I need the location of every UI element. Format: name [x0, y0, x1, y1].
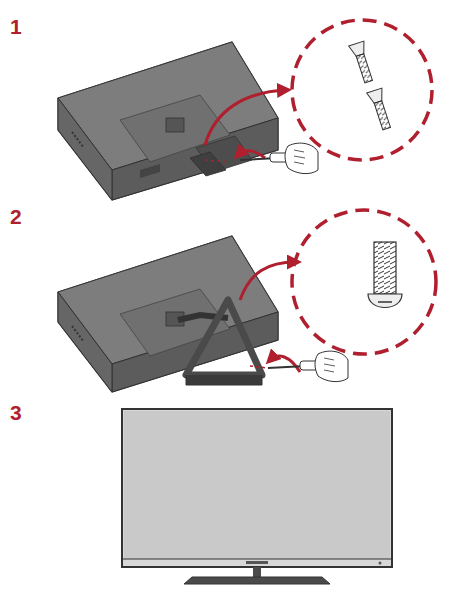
monitor-back-step2	[58, 236, 278, 392]
screw-arrow-step1	[205, 90, 286, 162]
step-number: 3	[10, 402, 22, 423]
screw-callout-step1	[292, 20, 432, 160]
hand-screwdriver-step2	[268, 351, 348, 382]
monitor-back-step1	[58, 42, 278, 200]
monitor-front-step3	[122, 409, 392, 584]
stand-base-step2	[178, 300, 262, 385]
step-number: 1	[10, 16, 22, 37]
hand-screwdriver-step1	[240, 143, 318, 174]
screw-callout-step2	[292, 210, 436, 354]
step-number: 2	[10, 206, 22, 227]
